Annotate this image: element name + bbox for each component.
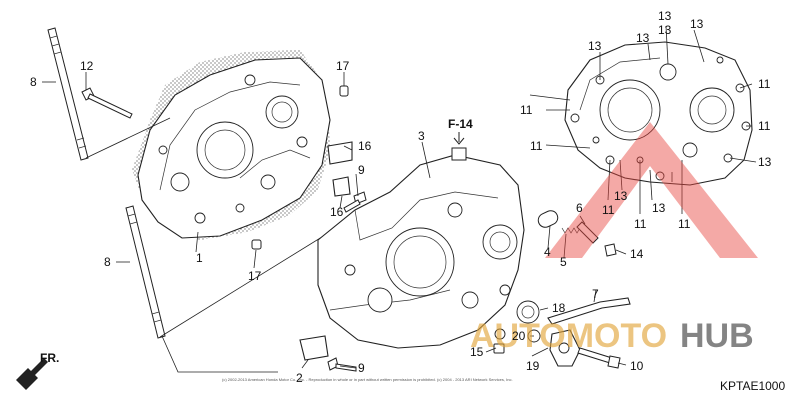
callout-11-d: 11 [634,217,647,231]
callout-2: 2 [296,371,303,385]
callout-12: 12 [80,59,94,73]
callout-4: 4 [544,245,551,259]
callout-numbers: 1 2 3 4 5 6 7 8 8 9 9 10 11 11 11 11 11 … [30,9,772,385]
crankcase-inner-view [564,41,753,186]
callout-13-c: 13 [658,9,672,23]
bolt-9-lower [327,357,357,372]
watermark-logo: AUTOMOTO HUB [470,122,758,355]
bolt-9-upper [343,191,367,213]
plate-2 [299,335,329,361]
watermark-text-left: AUTOMOTO [470,317,667,355]
reference-arrow [453,132,465,145]
bolt-12 [81,87,133,119]
callout-14: 14 [630,247,644,261]
watermark-text-right: HUB [680,317,754,355]
callout-13-d: 13 [658,23,672,37]
left-crankcase [132,50,331,240]
dowel-17-lower [251,239,262,250]
callout-13-f: 13 [758,155,772,169]
callout-7: 7 [592,287,599,301]
callout-10: 10 [630,359,644,373]
callout-13-b: 13 [636,31,650,45]
stud-upper [47,27,89,161]
callout-13-g: 13 [614,189,628,203]
callout-8-upper: 8 [30,75,37,89]
oil-seal-18 [516,300,540,324]
stopper-arm-19 [549,329,581,367]
callout-13-h: 13 [652,201,666,215]
callout-13-e: 13 [690,17,704,31]
bolt-14 [604,243,617,257]
guide-7 [547,297,631,325]
callout-6: 6 [576,201,583,215]
diagram-code: KPTAE1000 [720,379,785,393]
callout-11-b: 11 [530,139,543,153]
stud-lower [125,205,166,339]
callout-20: 20 [512,329,526,343]
pin-6 [576,221,599,244]
bolt-15 [493,328,506,354]
front-direction-marker: FR. [16,351,59,390]
bolt-10 [577,347,621,369]
right-crankcase [317,147,525,349]
callout-5: 5 [560,255,567,269]
callout-18: 18 [552,301,566,315]
callout-11-g: 11 [758,119,771,133]
callout-1: 1 [196,251,203,265]
callout-15: 15 [470,345,484,359]
stud-leaders [85,117,331,373]
callout-9-upper: 9 [358,163,365,177]
reference-label: F-14 [448,117,473,131]
bracket-16 [327,141,353,197]
callout-11-a: 11 [520,103,533,117]
callout-13-a: 13 [588,39,602,53]
callout-19: 19 [526,359,540,373]
front-marker-label: FR. [40,351,59,365]
callout-11-c: 11 [602,203,615,217]
callout-8-lower: 8 [104,255,111,269]
callout-11-e: 11 [678,217,691,231]
callout-16-lower: 16 [330,205,344,219]
callout-9-lower: 9 [358,361,365,375]
callout-3: 3 [418,129,425,143]
dowel-17-upper [339,85,349,97]
callout-11-f: 11 [758,77,771,91]
callout-17-upper: 17 [336,59,350,73]
callout-leaders [42,25,757,369]
copyright-notice: (c) 2002-2013 American Honda Motor Co., … [222,377,513,382]
callout-17-lower: 17 [248,269,262,283]
collar-4 [537,210,559,228]
callout-16-upper: 16 [358,139,372,153]
